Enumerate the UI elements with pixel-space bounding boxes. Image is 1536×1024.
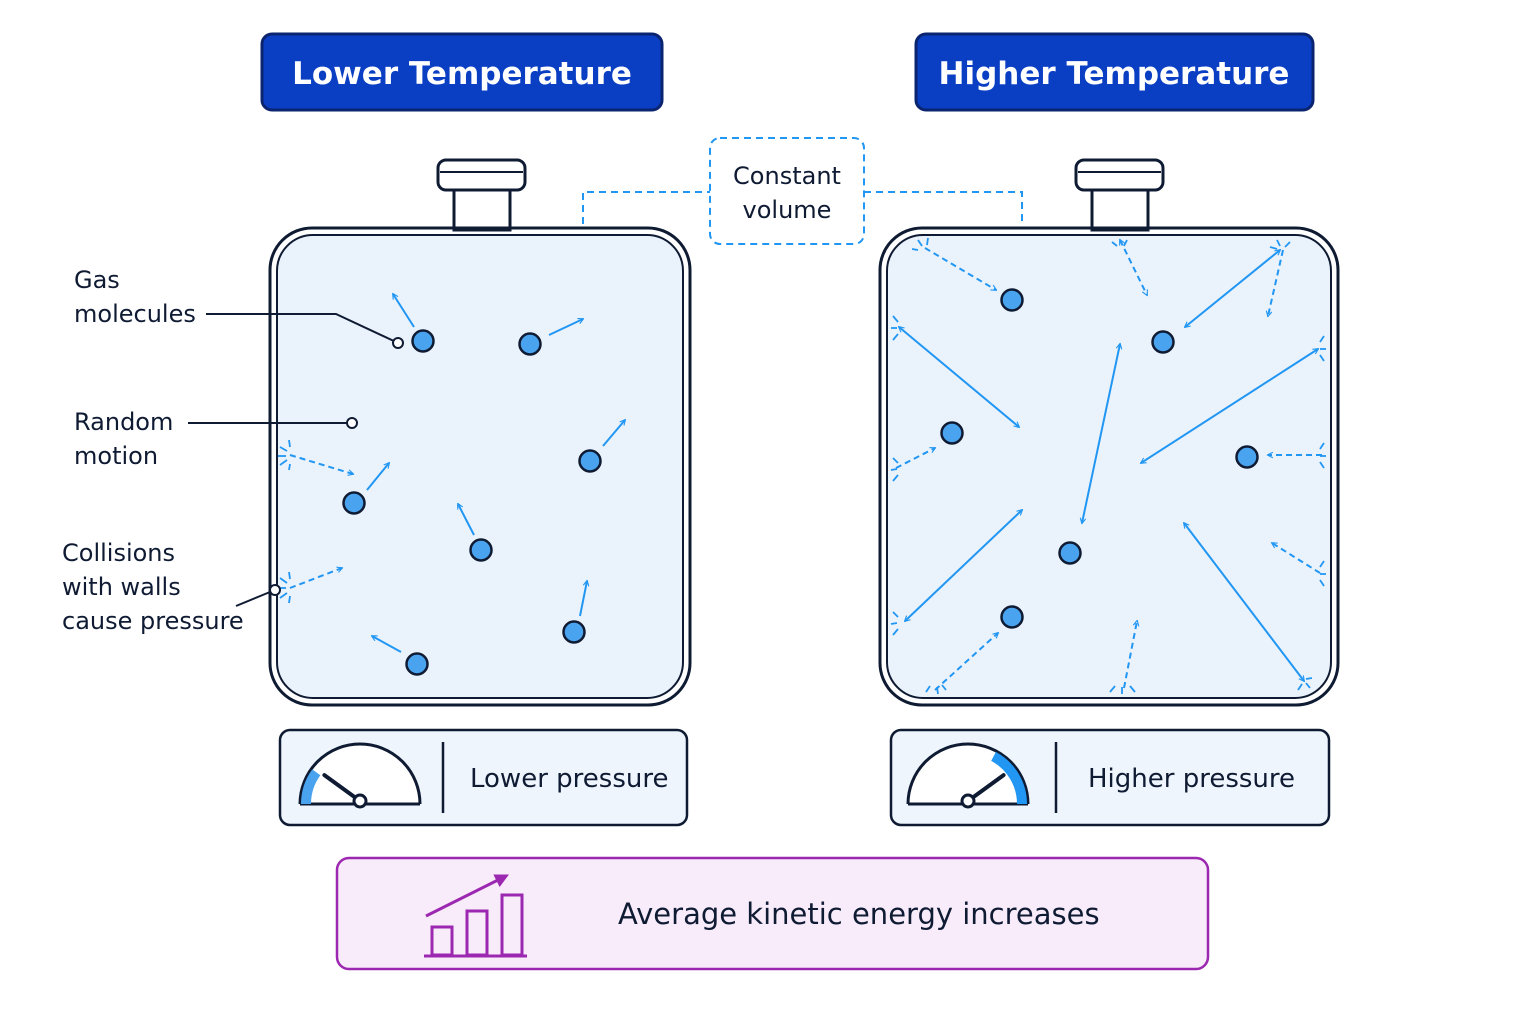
callout-collisions-line3: cause pressure: [62, 607, 244, 635]
energy-banner-text: Average kinetic energy increases: [618, 897, 1100, 931]
callout-gas-line1: Gas: [74, 266, 120, 294]
arrow: [903, 508, 1024, 623]
title-right: Higher Temperature: [914, 32, 1315, 112]
constant-volume-line1: Constant: [733, 162, 841, 190]
arrow: [897, 325, 1021, 429]
pressure-gauge-icon: [298, 742, 422, 809]
gas-molecule: [1058, 541, 1082, 565]
gas-molecule: [469, 538, 493, 562]
gauge-right-label: Higher pressure: [1088, 764, 1295, 794]
constant-volume-line2: volume: [743, 196, 832, 224]
gas-molecule: [940, 421, 964, 445]
right-wall-bursts: [890, 237, 1326, 695]
title-left-text: Lower Temperature: [292, 56, 632, 92]
arrow-dashed: [924, 247, 998, 291]
arrow: [370, 635, 402, 653]
callout-collisions: Collisions with walls cause pressure: [62, 539, 281, 635]
title-right-text: Higher Temperature: [939, 56, 1290, 92]
arrow: [1183, 521, 1305, 683]
pressure-gauge-icon: [906, 742, 1030, 809]
gas-molecule: [342, 491, 366, 515]
callout-motion-line1: Random: [74, 408, 173, 436]
left-motion-arrows: [289, 292, 627, 653]
callout-motion-line2: motion: [74, 442, 158, 470]
gas-molecule: [411, 329, 435, 353]
callout-gas-line2: molecules: [74, 300, 196, 328]
gas-molecule: [1151, 330, 1175, 354]
arrow: [548, 317, 585, 336]
gas-molecule: [405, 652, 429, 676]
callout-random-motion: Random motion: [74, 408, 358, 470]
gas-molecule: [562, 620, 586, 644]
gauge-panel-right: Higher pressure: [889, 728, 1331, 827]
arrow-dashed: [1123, 619, 1140, 689]
title-left: Lower Temperature: [260, 32, 664, 112]
arrow: [1139, 348, 1320, 464]
bar-chart-increase-icon: [424, 874, 527, 958]
arrow-dashed: [895, 447, 937, 469]
arrow-dashed: [1265, 249, 1284, 318]
right-motion-arrows: [895, 238, 1322, 691]
gauge-level-arc: [990, 752, 1027, 805]
arrow: [1079, 342, 1123, 525]
arrow: [1183, 248, 1282, 329]
gauge-left-label: Lower pressure: [470, 764, 668, 794]
gas-molecule: [578, 449, 602, 473]
left-wall-bursts: [278, 439, 291, 604]
gas-molecule: [1235, 445, 1259, 469]
arrow-dashed: [934, 631, 1000, 691]
gas-molecule: [1000, 605, 1024, 629]
energy-banner: Average kinetic energy increases: [335, 856, 1210, 971]
callout-collisions-line1: Collisions: [62, 539, 175, 567]
callout-gas-molecules: Gas molecules: [74, 266, 404, 349]
arrow: [579, 579, 590, 617]
arrow: [602, 418, 627, 447]
arrow-dashed: [1119, 238, 1148, 297]
arrow: [392, 292, 415, 328]
gas-molecule: [1000, 288, 1024, 312]
left-molecules: [342, 329, 602, 676]
gauge-panel-left: Lower pressure: [278, 728, 689, 827]
constant-volume-note: Constant volume: [582, 137, 1023, 245]
right-molecules: [940, 288, 1259, 629]
gauge-level-arc: [301, 769, 321, 805]
gas-molecule: [518, 332, 542, 356]
arrow-dashed: [289, 454, 355, 476]
arrow: [457, 502, 475, 536]
container-left: [268, 158, 692, 707]
callout-collisions-line2: with walls: [62, 573, 181, 601]
arrow: [366, 461, 391, 491]
